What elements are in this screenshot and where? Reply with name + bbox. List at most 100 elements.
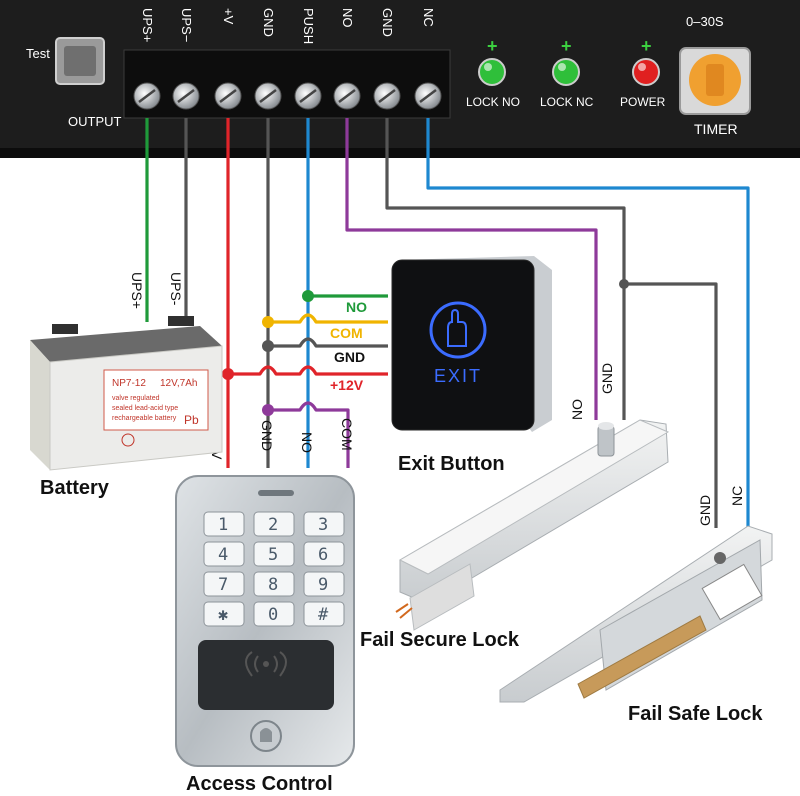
wire-label-secure-gnd: GND [599,363,615,394]
wire-label-ups-minus: UPS- [168,272,184,306]
wire-label-safe-nc: NC [729,486,745,506]
led-label: LOCK NC [540,95,594,109]
wire-junctions [222,279,629,416]
wire-nc-lock [426,118,750,528]
card-reader-window [198,640,334,710]
recycle-icon [121,433,135,447]
keypad-key[interactable]: 6 [303,541,345,567]
keypad-key[interactable]: ✱ [203,601,245,627]
terminal-screw-4[interactable] [254,82,282,110]
battery-line1: valve regulated [112,395,160,402]
wire-bus-gnd [268,337,388,348]
wire-label-secure-no: NO [569,399,585,420]
exit-touch-ring [429,301,487,359]
keypad-key-label: 3 [318,515,328,535]
access-control-keypad: 1 2 3 4 5 6 7 8 9 ✱ 0 # [175,475,355,767]
keypad-key[interactable]: 9 [303,571,345,597]
keypad-key-label: 1 [218,515,228,535]
keypad-key[interactable]: 4 [203,541,245,567]
terminal-screw-8[interactable] [414,82,442,110]
keypad-key[interactable]: 5 [253,541,295,567]
keypad-input-label: GND [259,420,275,451]
wire-bus-12v [228,365,388,376]
keypad-key-label: 9 [318,575,328,595]
panel-edge [0,148,800,158]
wire-keypad-com [268,401,350,468]
keypad-key-label: ✱ [218,605,228,625]
keypad-key[interactable]: 7 [203,571,245,597]
bus-label: GND [334,349,365,365]
fail-safe-lock [499,525,773,703]
keypad-key-label: 4 [218,545,228,565]
wire-no-lock [345,118,598,420]
terminal-screw-5[interactable] [294,82,322,110]
lock-bolt [597,425,615,457]
keypad-key[interactable]: 1 [203,511,245,537]
battery-model: NP7-12 [112,378,146,389]
battery-pb-mark: Pb [184,413,199,427]
timer-potentiometer[interactable] [679,47,751,115]
keypad-key[interactable]: 3 [303,511,345,537]
keypad-key[interactable]: 0 [253,601,295,627]
led-indicator: + LOCK NO [466,36,520,109]
keypad-key[interactable]: 2 [253,511,295,537]
keypad-input-label: COM [339,418,355,451]
wire-label-safe-gnd: GND [697,495,713,526]
wire-label-ups-plus: UPS+ [129,272,145,309]
bus-label: COM [330,325,363,341]
keypad-key[interactable]: # [303,601,345,627]
wire-bus-com [268,313,388,324]
keypad-key-label: 0 [268,605,278,625]
led-label: LOCK NO [466,95,520,109]
keypad-key-label: 8 [268,575,278,595]
led-indicator: + POWER [620,36,666,109]
lock-label-plate [701,563,763,621]
keypad-key-label: 2 [268,515,278,535]
led-plus-sign: + [641,36,652,56]
terminal-label: UPS− [179,8,194,42]
terminal-label: GND [380,8,395,37]
battery-rating: 12V,7Ah [160,378,197,389]
test-button[interactable] [55,37,105,85]
exit-button[interactable]: EXIT [391,256,552,432]
fail-secure-lock [395,419,670,631]
led-label: POWER [620,95,666,109]
timer-range-label: 0–30S [686,14,724,29]
battery-line2: sealed lead-acid type [112,405,178,412]
terminal-screw-6[interactable] [333,82,361,110]
bell-icon [260,728,272,742]
keypad-key-label: 5 [268,545,278,565]
terminal-label: NO [340,8,355,28]
hand-icon [447,308,467,347]
terminal-label: NC [421,8,436,27]
terminal-label: +V [221,8,236,25]
led-plus-sign: + [561,36,572,56]
bus-label: NO [346,299,367,315]
caption-fail-safe-lock: Fail Safe Lock [628,703,763,725]
terminal-screw-1[interactable] [133,82,161,110]
caption-access-control: Access Control [186,773,333,795]
terminal-label: GND [261,8,276,37]
terminal-screw-3[interactable] [214,82,242,110]
timer-label: TIMER [694,121,738,137]
battery-line3: rechargeable battery [112,415,177,422]
keypad-key[interactable]: 8 [253,571,295,597]
wire-gnd-branch [624,282,718,528]
keypad-input-label: NO [299,432,315,453]
terminal-label: PUSH [301,8,316,44]
led-plus-sign: + [487,36,498,56]
terminal-screw-7[interactable] [373,82,401,110]
test-label: Test [26,46,50,61]
lock-coil [577,615,707,699]
bus-label: +12V [330,377,364,393]
caption-fail-secure-lock: Fail Secure Lock [360,629,520,651]
keypad-key-label: 6 [318,545,328,565]
output-label: OUTPUT [68,114,122,129]
terminal-screw-2[interactable] [172,82,200,110]
caption-exit-button: Exit Button [398,453,505,475]
caption-battery: Battery [40,477,110,499]
keypad-key-label: # [318,605,329,625]
wire-gnd-lock [385,118,626,420]
